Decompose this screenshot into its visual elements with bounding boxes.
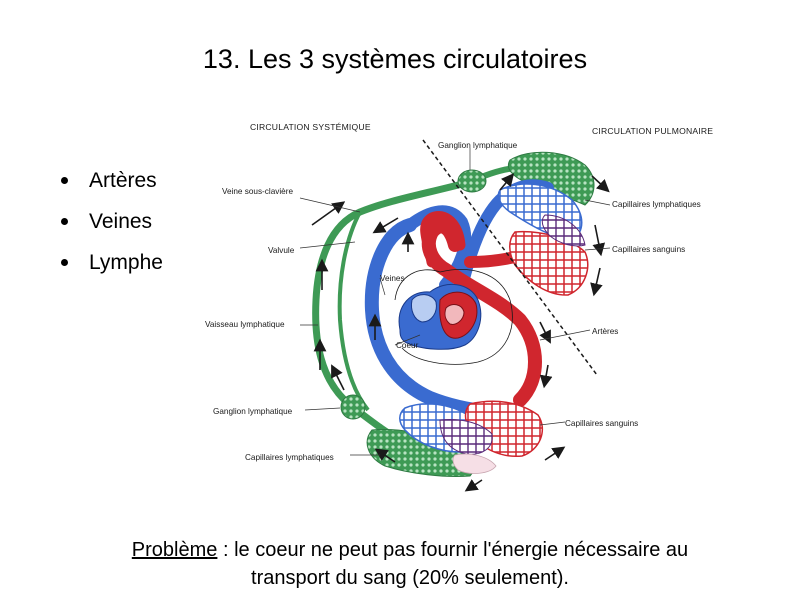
arrow-icon	[592, 224, 606, 257]
page-title: 13. Les 3 systèmes circulatoires	[0, 44, 794, 75]
bullet-dot-icon	[61, 218, 68, 225]
heart	[398, 284, 482, 350]
pulmonary-capillaries-mixed	[541, 214, 586, 247]
lymph-capillaries-top	[507, 151, 595, 206]
label-veines: Veines	[380, 274, 405, 283]
label-ganglion-bottom: Ganglion lymphatique	[213, 407, 293, 416]
bullet-item: Artères	[58, 160, 163, 201]
interstitial-fluid	[452, 453, 497, 474]
arrow-icon	[464, 479, 483, 492]
label-circulation-systemique: CIRCULATION SYSTÉMIQUE	[250, 122, 371, 132]
arrow-icon	[499, 173, 515, 191]
label-capillaires-sanguins-top: Capillaires sanguins	[612, 245, 685, 254]
page-title-text: 13. Les 3 systèmes circulatoires	[202, 44, 588, 74]
bullet-item: Lymphe	[58, 242, 163, 283]
problem-statement: Problème : le coeur ne peut pas fournir …	[60, 536, 760, 592]
label-valvule: Valvule	[268, 246, 295, 255]
lymph-node-bottom	[340, 394, 366, 420]
lymph-vessel-inner	[337, 211, 370, 412]
leader-lines	[299, 148, 611, 456]
arrow-icon	[539, 364, 553, 389]
label-capillaires-lymph-top: Capillaires lymphatiques	[612, 200, 701, 209]
arrow-icon	[590, 267, 603, 297]
systemic-artery-loop	[421, 219, 542, 407]
bullet-dot-icon	[61, 259, 68, 266]
systemic-capillaries-mixed	[439, 419, 493, 455]
label-ganglion-top: Ganglion lymphatique	[438, 141, 518, 150]
flow-arrows	[311, 173, 610, 492]
lymph-node-top	[457, 169, 487, 193]
problem-label: Problème	[131, 539, 218, 561]
arrow-icon	[539, 321, 551, 344]
arrow-icon	[374, 448, 396, 463]
bullet-dot-icon	[61, 177, 68, 184]
bullet-label: Veines	[89, 210, 153, 233]
arrow-icon	[311, 201, 346, 226]
problem-text-line2: transport du sang (20% seulement).	[251, 567, 569, 589]
arrow-icon	[544, 446, 566, 461]
bullet-list: Artères Veines Lymphe	[58, 160, 163, 283]
label-capillaires-lymph-bottom: Capillaires lymphatiques	[245, 453, 334, 462]
bullet-label: Lymphe	[89, 251, 163, 274]
pericardium-outline	[394, 269, 513, 365]
arrow-icon	[372, 217, 399, 234]
bullet-label: Artères	[89, 169, 157, 192]
problem-text-line1: : le coeur ne peut pas fournir l'énergie…	[217, 539, 689, 561]
arrow-icon	[331, 364, 345, 391]
label-coeur: Coeur	[396, 341, 419, 350]
label-vaisseau-lymphatique: Vaisseau lymphatique	[205, 320, 285, 329]
aorta-arch	[420, 211, 466, 268]
systemic-vein-loop	[364, 218, 497, 419]
arrow-icon	[591, 175, 610, 193]
label-veine-sous-claviere: Veine sous-clavière	[222, 187, 293, 196]
label-circulation-pulmonaire: CIRCULATION PULMONAIRE	[592, 126, 713, 136]
label-capillaires-sanguins-bottom: Capillaires sanguins	[565, 419, 638, 428]
label-arteres: Artères	[592, 327, 618, 336]
bullet-item: Veines	[58, 201, 163, 242]
